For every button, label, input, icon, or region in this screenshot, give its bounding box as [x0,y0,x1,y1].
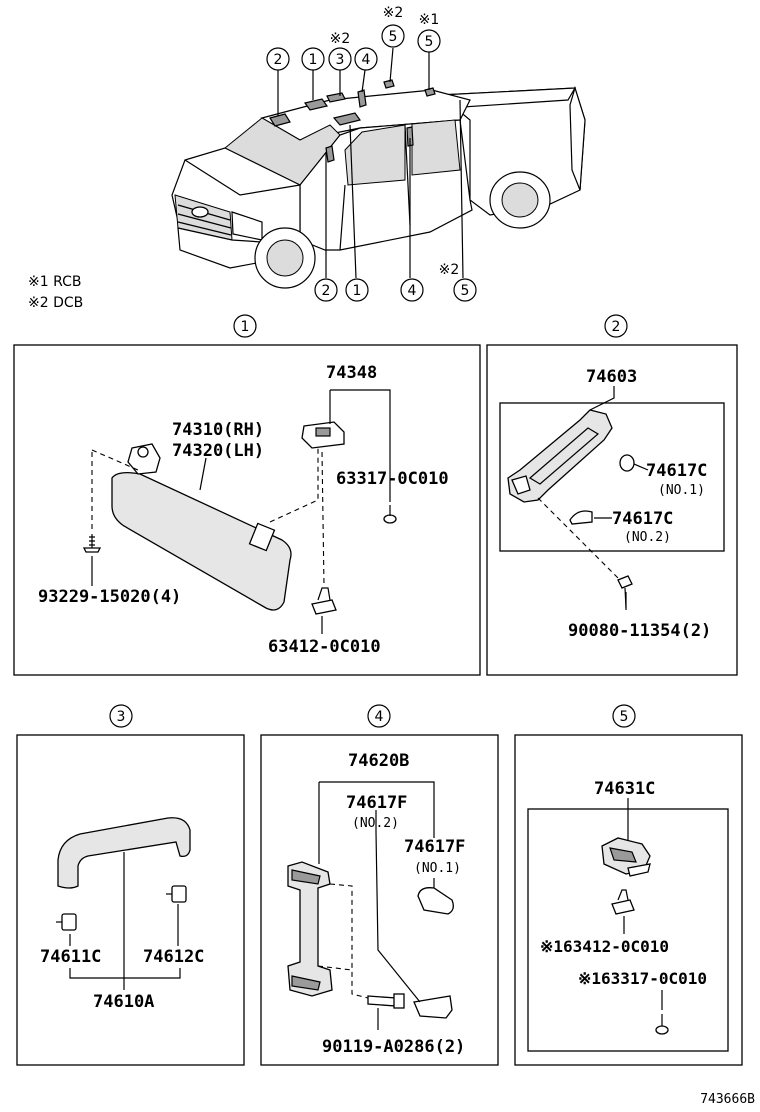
label-74348: 74348 [326,363,377,383]
bolt-90119 [367,993,405,1009]
sun-visor [111,472,292,611]
callouts-bottom: 2 1 4 5 ※2 [314,262,477,302]
clip-74611c [56,913,77,931]
overview-leaders [277,47,464,279]
note-no2: (NO.2) [624,530,671,545]
section-4: 4 74620B 74617F (NO.2) 74617F (NO.1) 901… [260,704,499,1066]
assist-grip [507,409,613,503]
svg-text:4: 4 [362,52,371,68]
label-74320: 74320(LH) [172,441,264,461]
legend: ※1 RCB ※2 DCB [28,274,83,311]
screw-90080 [617,575,633,609]
clip-74612c [166,885,187,903]
section-1-number: 1 [241,319,250,335]
note-no1: (NO.1) [658,483,705,498]
svg-text:※2: ※2 [439,262,460,278]
label-74620b: 74620B [348,751,409,771]
note-no2: (NO.2) [352,816,399,831]
label-74631c: 74631C [594,779,655,799]
label-74612c: 74612C [143,947,204,967]
visor-hook [248,522,276,552]
legend-rcb: ※1 RCB [28,274,82,290]
roof-grip [57,817,191,889]
label-74617c-no1: 74617C [646,461,707,481]
callout-1-top: 1 [301,47,325,71]
label-63412: ※163412-0C010 [540,937,669,956]
label-74617f-no2: 74617F [346,793,407,813]
callout-2-top: 2 [266,47,290,71]
label-93229: 93229-15020(4) [38,587,181,607]
cover-no1 [417,887,454,915]
visor-hinge [127,443,161,475]
callout-5-top-rcb: 5 ※1 [417,12,441,53]
label-74617c-no2: 74617C [612,509,673,529]
callout-2-bottom: 2 [314,278,338,302]
svg-text:4: 4 [408,283,417,299]
callout-3-top: 3 ※2 [328,31,352,71]
svg-text:5: 5 [425,34,434,50]
svg-text:5: 5 [389,29,398,45]
callout-1-bottom: 1 [345,278,369,302]
label-74610a: 74610A [93,992,154,1012]
svg-text:1: 1 [353,283,362,299]
cover-no2 [569,510,593,525]
label-90080: 90080-11354(2) [568,621,711,641]
screw-63317 [655,1014,669,1035]
section-3: 3 74611C 74612C 74610A [16,704,245,1066]
note-no1: (NO.1) [414,861,461,876]
svg-text:1: 1 [309,52,318,68]
label-74617f-no1: 74617F [404,837,465,857]
section-5: 5 74631C ※163412-0C010 ※163317-0C010 [514,704,743,1066]
section-4-number: 4 [375,709,384,725]
callouts-top: 2 1 3 ※2 4 5 ※2 5 ※1 [266,5,441,71]
screw-63317 [383,505,397,524]
label-63317: ※163317-0C010 [578,969,707,988]
callout-4-bottom: 4 [400,278,424,302]
section-5-number: 5 [620,709,629,725]
callout-4-top: 4 [354,47,378,71]
section-2-number: 2 [612,319,621,335]
svg-text:※2: ※2 [383,5,404,21]
svg-text:2: 2 [274,52,283,68]
legend-dcb: ※2 DCB [28,295,83,311]
cover-no1 [619,454,635,472]
label-74310: 74310(RH) [172,420,264,440]
svg-text:※1: ※1 [419,12,440,28]
clip-63412 [611,889,635,915]
label-74603: 74603 [586,367,637,387]
svg-text:3: 3 [336,52,345,68]
section-1: 1 74348 [13,314,481,676]
cover-no2 [413,995,453,1019]
truck-illustration [171,79,586,289]
label-63317: 63317-0C010 [336,469,449,489]
svg-text:5: 5 [461,283,470,299]
label-74611c: 74611C [40,947,101,967]
section-3-number: 3 [117,709,126,725]
label-90119: 90119-A0286(2) [322,1037,465,1057]
figure-code: 743666B [700,1092,755,1107]
svg-text:2: 2 [322,283,331,299]
screw-93229 [82,534,102,553]
label-63412: 63412-0C010 [268,637,381,657]
callout-5-bottom: 5 ※2 [439,262,477,302]
clip-63412 [311,599,337,615]
callout-5-top-dcb: 5 ※2 [381,5,405,48]
pillar-grip [287,861,333,997]
section-2: 2 74603 74617C (NO.1) 74617C (NO.2) 9008… [486,314,738,676]
svg-text:※2: ※2 [330,31,351,47]
